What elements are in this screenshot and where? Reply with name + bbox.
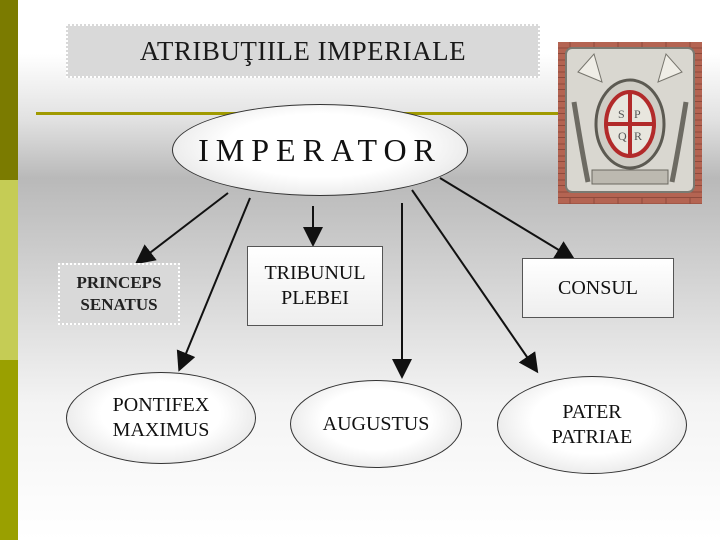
augustus-label: AUGUSTUS xyxy=(322,412,430,435)
arrow-to-pontifex xyxy=(176,197,251,372)
side-stripe-bottom xyxy=(0,360,18,540)
coat-of-arms-photo: S P Q R xyxy=(558,42,702,204)
consul-node: CONSUL xyxy=(522,258,674,318)
imperator-node: IMPERATOR xyxy=(172,104,468,196)
augustus-node: AUGUSTUS xyxy=(290,380,462,468)
svg-text:Q: Q xyxy=(618,129,627,143)
svg-text:R: R xyxy=(634,129,642,143)
consul-label: CONSUL xyxy=(557,276,638,299)
pater-patriae-node: PATER PATRIAE xyxy=(497,376,687,474)
pontifex-maximus-label: PONTIFEX MAXIMUS xyxy=(112,394,210,441)
princeps-senatus-label: PRINCEPS SENATUS xyxy=(76,273,162,314)
princeps-senatus-node: PRINCEPS SENATUS xyxy=(58,263,180,325)
pontifex-maximus-node: PONTIFEX MAXIMUS xyxy=(66,372,256,464)
svg-text:P: P xyxy=(634,107,641,121)
slide-title-text: ATRIBUŢIILE IMPERIALE xyxy=(139,35,467,66)
arrow-to-consul xyxy=(439,177,576,261)
slide-title: ATRIBUŢIILE IMPERIALE xyxy=(66,24,540,78)
svg-text:S: S xyxy=(618,107,625,121)
side-stripe-middle xyxy=(0,180,18,360)
pater-patriae-label: PATER PATRIAE xyxy=(551,401,633,448)
tribunul-plebei-label: TRIBUNUL PLEBEI xyxy=(264,262,366,309)
imperator-label: IMPERATOR xyxy=(198,131,442,168)
tribunul-plebei-node: TRIBUNUL PLEBEI xyxy=(247,246,383,326)
arrow-to-pater xyxy=(411,189,539,374)
side-stripe-top xyxy=(0,0,18,180)
arrow-to-princeps xyxy=(134,192,229,265)
